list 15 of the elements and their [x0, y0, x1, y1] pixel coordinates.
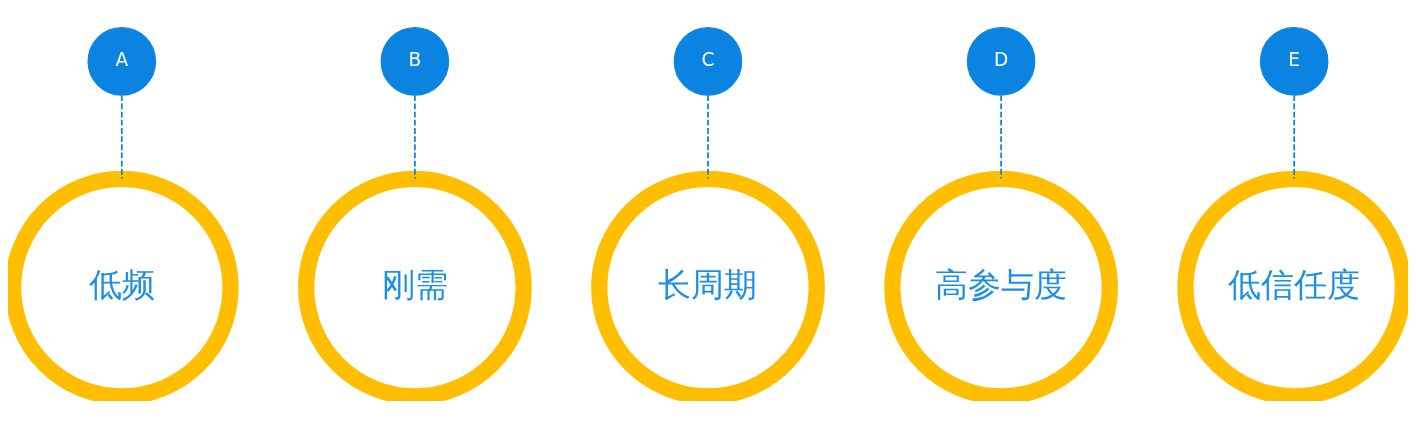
node-circle: 低信任度 — [1177, 170, 1408, 401]
connector — [1000, 94, 1002, 180]
node-circle: C — [673, 27, 743, 96]
node-circle: 刚需 — [298, 170, 532, 401]
node-circle: 长周期 — [591, 170, 825, 401]
connector — [414, 94, 416, 180]
node-circle: E — [1259, 27, 1329, 96]
connector — [1293, 94, 1296, 180]
node-circle: A — [87, 27, 157, 96]
connector — [120, 94, 123, 180]
node-circle: B — [380, 27, 450, 96]
node-circle: 低频 — [8, 170, 239, 401]
connector — [707, 94, 709, 180]
node-circle: 高参与度 — [884, 170, 1118, 401]
node-circle: D — [966, 27, 1036, 96]
